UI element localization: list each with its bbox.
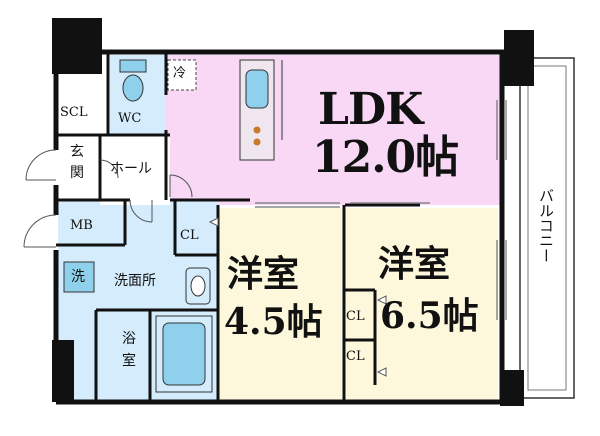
shoe-closet-label: SCL bbox=[60, 105, 88, 120]
closet-markers bbox=[208, 217, 387, 377]
hall-floor bbox=[100, 135, 170, 205]
closet-label-2: CL bbox=[346, 309, 365, 324]
entrance-label-2: 関 bbox=[70, 165, 84, 181]
toilet-tank-icon bbox=[119, 59, 147, 73]
bath-label-2: 室 bbox=[122, 353, 136, 369]
bathtub-basin bbox=[162, 322, 206, 386]
balcony-windows bbox=[496, 100, 507, 320]
fridge-spot bbox=[167, 59, 197, 91]
pillar-top-left bbox=[52, 18, 102, 74]
washer-spot bbox=[63, 261, 95, 293]
western-room-1-name-label: 洋室 bbox=[227, 253, 300, 295]
balcony-label: バルコニー bbox=[537, 188, 555, 263]
balcony-inner-rail bbox=[527, 65, 567, 391]
pillar-top-right bbox=[504, 30, 534, 86]
ldk-floor bbox=[162, 55, 502, 205]
closet-label-3: CL bbox=[346, 349, 365, 364]
meter-box-label: MB bbox=[70, 218, 93, 233]
washroom-label: 洗面所 bbox=[114, 273, 156, 289]
basin-bowl-icon bbox=[190, 275, 206, 297]
balcony-outline bbox=[519, 57, 575, 399]
sliding-doors bbox=[255, 202, 430, 208]
stove-burner-icon bbox=[253, 126, 261, 134]
western-room-2-floor bbox=[346, 208, 498, 400]
western-room-1-size-label: 4.5帖 bbox=[224, 301, 323, 343]
ldk-size-label: 12.0帖 bbox=[312, 132, 459, 183]
toilet-label: WC bbox=[118, 111, 142, 126]
stove-burner-icon bbox=[253, 138, 261, 146]
hall-label: ホール bbox=[110, 161, 152, 177]
toilet-bowl-icon bbox=[122, 74, 144, 102]
washer-label: 洗 bbox=[71, 269, 85, 285]
kitchen-sink bbox=[245, 69, 269, 109]
western-room-1-floor bbox=[218, 208, 342, 400]
ldk-name-label: LDK bbox=[318, 84, 423, 135]
swing-doors bbox=[23, 149, 193, 248]
interior-walls bbox=[56, 52, 420, 402]
entrance-label-1: 玄 bbox=[70, 144, 84, 160]
closet-label-1: CL bbox=[180, 228, 199, 243]
bath-label-1: 浴 bbox=[122, 331, 136, 347]
western-room-2-name-label: 洋室 bbox=[378, 243, 451, 285]
fridge-label: 冷 bbox=[173, 66, 187, 81]
western-room-2-size-label: 6.5帖 bbox=[380, 295, 479, 337]
